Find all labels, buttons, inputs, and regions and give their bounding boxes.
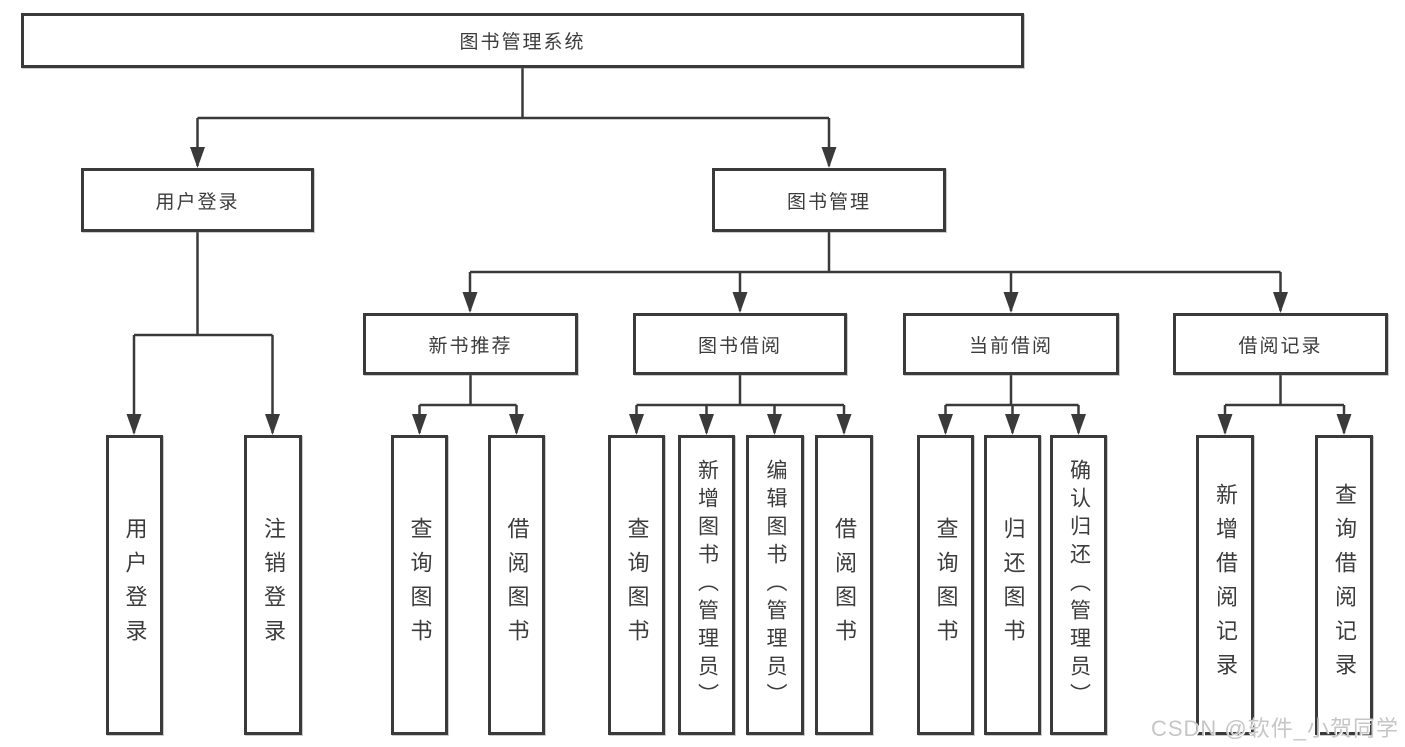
node-label: 借阅记录	[1238, 335, 1323, 357]
node-label: 新增图书（管理员）	[695, 459, 719, 711]
node-label: 编辑图书（管理员）	[764, 459, 787, 711]
leaf-add-borrow-record: 新增借阅记录	[1196, 435, 1254, 735]
leaf-return-books: 归还图书	[984, 435, 1041, 735]
node-label: 查询借阅记录	[1332, 483, 1357, 687]
node-user-login: 用户登录	[81, 168, 314, 232]
node-label: 当前借阅	[968, 335, 1053, 357]
leaf-recommend-query-books: 查询图书	[391, 435, 448, 735]
node-book-borrow: 图书借阅	[633, 313, 847, 375]
leaf-logout: 注销登录	[244, 435, 302, 735]
leaf-edit-books-admin: 编辑图书（管理员）	[746, 435, 804, 735]
node-book-management: 图书管理	[712, 168, 946, 232]
leaf-user-login: 用户登录	[106, 435, 163, 735]
node-new-book-recommend: 新书推荐	[363, 313, 578, 375]
leaf-query-borrow-record: 查询借阅记录	[1315, 435, 1373, 735]
node-label: 查询图书	[624, 517, 650, 653]
node-label: 新增借阅记录	[1213, 483, 1238, 687]
node-label: 新书推荐	[428, 335, 513, 357]
node-label: 归还图书	[1000, 517, 1026, 653]
node-label: 借阅图书	[504, 517, 530, 653]
node-label: 图书管理系统	[459, 32, 586, 53]
leaf-borrow-books: 借阅图书	[815, 435, 873, 735]
csdn-watermark: CSDN @软件_小贺同学	[1150, 716, 1399, 741]
node-current-borrow: 当前借阅	[903, 313, 1119, 375]
leaf-current-query-books: 查询图书	[917, 435, 974, 735]
node-label: 注销登录	[261, 517, 286, 653]
node-label: 确认归还（管理员）	[1067, 459, 1091, 711]
leaf-recommend-borrow-books: 借阅图书	[488, 435, 545, 735]
node-label: 查询图书	[407, 517, 433, 653]
node-label: 查询图书	[933, 517, 959, 653]
node-borrow-records: 借阅记录	[1173, 313, 1388, 375]
node-library-management-system: 图书管理系统	[21, 13, 1024, 68]
node-label: 用户登录	[122, 517, 148, 653]
node-label: 用户登录	[155, 191, 240, 213]
leaf-add-books-admin: 新增图书（管理员）	[678, 435, 735, 735]
leaf-borrow-query-books: 查询图书	[608, 435, 665, 735]
node-label: 图书借阅	[697, 335, 782, 357]
node-label: 图书管理	[786, 191, 871, 213]
leaf-confirm-return-admin: 确认归还（管理员）	[1050, 435, 1107, 735]
node-label: 借阅图书	[832, 517, 857, 653]
